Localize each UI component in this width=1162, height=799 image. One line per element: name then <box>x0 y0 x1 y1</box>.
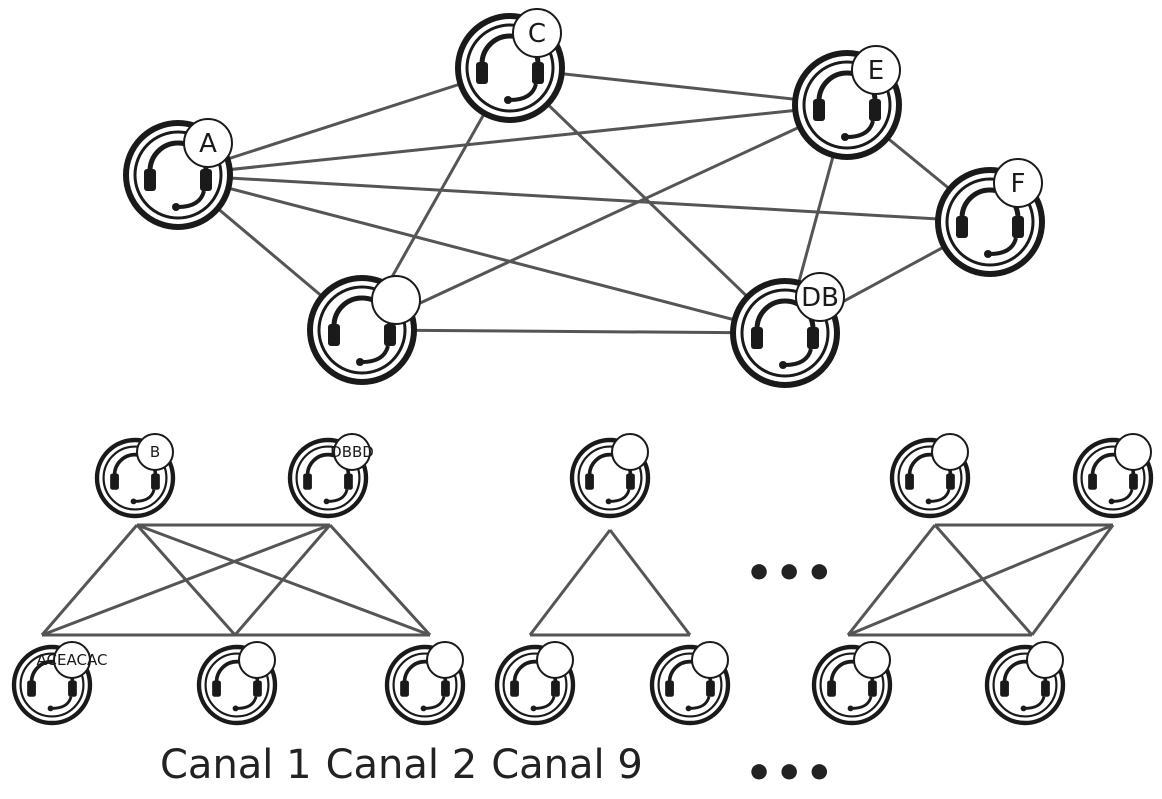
headset-node <box>1072 433 1154 519</box>
headset-node <box>384 641 466 726</box>
headset-node <box>811 641 893 726</box>
channel-connection-line <box>41 523 331 637</box>
channel-connection-line <box>1030 524 1115 636</box>
channel-connection-line <box>328 523 432 637</box>
headset-badge <box>512 8 562 58</box>
channel-connection-line <box>846 524 937 636</box>
headset-badge <box>1026 641 1064 679</box>
headset-node: DB <box>730 272 845 388</box>
ellipsis-middle: ••• <box>745 548 836 599</box>
channel-connection-line <box>847 523 1114 637</box>
headset-node: A <box>123 118 233 230</box>
headset-badge <box>183 118 233 168</box>
headset-node <box>649 641 731 726</box>
channel-connection-line <box>233 524 332 636</box>
connection-line <box>177 173 786 335</box>
headset-badge <box>611 433 649 471</box>
headset-node <box>494 641 576 726</box>
channel-connection-line <box>528 529 612 636</box>
connection-line <box>509 66 848 107</box>
headset-node: B <box>94 433 176 519</box>
headset-badge-label: E <box>868 56 884 86</box>
channel-label-2: Canal 2 <box>325 742 478 788</box>
headset-badge-label: A <box>199 129 217 159</box>
headset-node: C <box>455 8 565 123</box>
headset-badge <box>53 641 91 679</box>
headset-badge-label: DB <box>801 283 839 313</box>
connection-line <box>508 66 787 335</box>
ellipsis-bottom: ••• <box>745 748 836 799</box>
connection-line <box>361 328 786 335</box>
headset-badge <box>136 433 174 471</box>
headset-node <box>307 275 421 385</box>
channel-label-9: Canal 9 <box>491 742 643 788</box>
connection-line <box>177 66 511 177</box>
headset-badge-label: F <box>1011 169 1026 199</box>
headset-badge <box>795 272 845 322</box>
headset-badge-label: DBBD <box>330 443 374 461</box>
headset-node <box>569 433 651 519</box>
headset-badge <box>851 45 901 95</box>
headset-badge <box>371 275 421 325</box>
headset-nodes: A C E F DB B DBBD ACEACAC <box>11 8 1154 726</box>
headset-icon <box>328 295 396 366</box>
channel-connection-line <box>608 529 692 636</box>
connection-line <box>361 103 848 332</box>
headset-node <box>889 433 971 519</box>
headset-badge <box>691 641 729 679</box>
headset-badge <box>1114 433 1152 471</box>
connection-line <box>177 173 991 224</box>
headset-badge <box>536 641 574 679</box>
headset-badge <box>931 433 969 471</box>
connection-line <box>177 103 848 177</box>
headset-badge <box>993 158 1043 208</box>
headset-node <box>984 641 1066 726</box>
channel-connection-line <box>40 524 139 636</box>
headset-node: DBBD <box>287 433 374 519</box>
headset-node: E <box>792 45 902 160</box>
headset-badge <box>333 433 371 471</box>
headset-node <box>196 641 278 726</box>
headset-icon <box>827 659 877 712</box>
headset-badge <box>238 641 276 679</box>
headset-badge-label: C <box>528 19 546 49</box>
headset-node: ACEACAC <box>11 641 108 726</box>
headset-node: F <box>935 158 1045 277</box>
channel-labels: Canal 1 Canal 2 Canal 9 <box>160 742 657 788</box>
headset-badge-label: ACEACAC <box>37 651 108 669</box>
headset-badge <box>853 641 891 679</box>
headset-icon <box>585 452 635 505</box>
channel-label-1: Canal 1 <box>160 742 312 788</box>
headset-badge <box>426 641 464 679</box>
headset-badge-label: B <box>150 443 160 461</box>
